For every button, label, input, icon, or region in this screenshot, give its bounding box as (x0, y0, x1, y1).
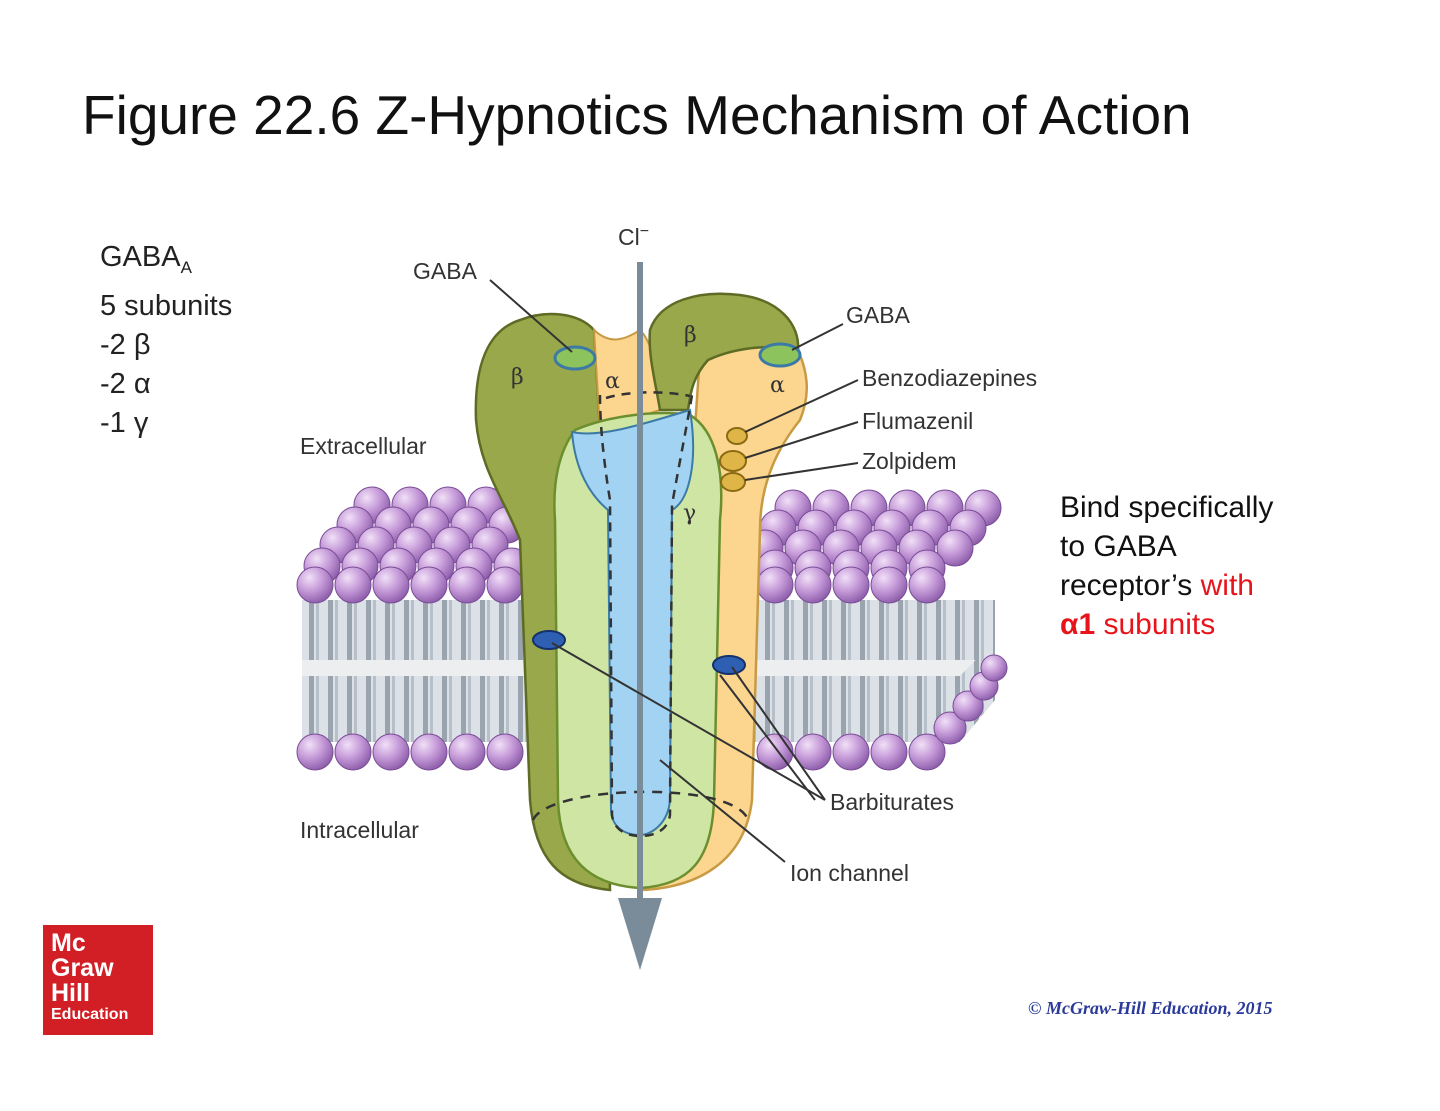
lipid-head (756, 566, 794, 604)
info-alpha: -2 α (100, 367, 151, 400)
lipid-head (448, 733, 486, 771)
info-gabaa-sub: A (180, 257, 192, 277)
info-beta: -2 β (100, 328, 151, 361)
info-gamma: -1 γ (100, 406, 149, 439)
lipid-head (410, 566, 448, 604)
beta-label-left: β (511, 365, 524, 390)
lipid-head (296, 566, 334, 604)
binding-note-line3: receptor’s with (1060, 566, 1273, 605)
lipid-heads-bottom (296, 654, 1008, 771)
zolpidem-label: Zolpidem (862, 448, 957, 474)
binding-note: Bind specifically to GABA receptor’s wit… (1060, 488, 1273, 644)
chloride-flow-arrow (618, 262, 662, 970)
gaba-label-left: GABA (413, 258, 478, 284)
lipid-head (486, 566, 524, 604)
binding-note-highlight: with (1200, 569, 1254, 602)
zolpidem-site (720, 472, 746, 492)
gaba-label-right: GABA (846, 302, 911, 328)
lipid-head (410, 733, 448, 771)
flumazenil-site (719, 450, 747, 472)
benzodiazepines-label: Benzodiazepines (862, 365, 1037, 391)
barbiturate-site-right (712, 655, 746, 675)
lipid-head (832, 733, 870, 771)
lipid-heads-top-left (296, 486, 531, 604)
lipid-head (908, 733, 946, 771)
leader-lines (489, 279, 859, 863)
alpha-label-left: α (605, 369, 620, 394)
barbiturate-site-left (532, 630, 566, 650)
binding-note-line1: Bind specifically (1060, 491, 1274, 524)
lipid-head (448, 566, 486, 604)
chloride-label: Cl− (618, 223, 649, 250)
mcgraw-hill-logo: Mc Graw Hill Education (43, 925, 153, 1035)
ion-channel-pore (570, 408, 695, 837)
beta-label-right: β (684, 323, 697, 348)
binding-note-subunits: subunits (1095, 608, 1216, 641)
lipid-head (794, 733, 832, 771)
benzodiazepine-site (726, 427, 748, 445)
binding-note-line3-text: receptor’s (1060, 569, 1201, 602)
lipid-heads-top-right (746, 489, 1002, 604)
info-gabaa-main: GABA (100, 241, 181, 273)
lipid-head (486, 733, 524, 771)
barbiturates-label: Barbiturates (830, 789, 954, 815)
receptor-info-list: GABAA 5 subunits -2 β -2 α -1 γ (100, 238, 232, 443)
alpha-label-right: α (770, 373, 785, 398)
lipid-head (296, 733, 334, 771)
logo-line4: Education (51, 1006, 129, 1023)
extracellular-label: Extracellular (300, 433, 427, 459)
lipid-bilayer (302, 600, 995, 742)
lipid-head (334, 733, 372, 771)
logo-line2: Graw (51, 954, 114, 982)
logo-line3: Hill (51, 979, 90, 1007)
lipid-head (908, 566, 946, 604)
binding-note-line2: to GABA (1060, 530, 1177, 563)
lipid-head (936, 529, 974, 567)
info-subunits: 5 subunits (100, 289, 233, 322)
lipid-head (832, 566, 870, 604)
gamma-label: γ (683, 501, 696, 526)
gaba-site-right (758, 342, 802, 368)
binding-note-alpha1: α1 (1060, 608, 1096, 641)
lipid-head (334, 566, 372, 604)
copyright-notice: © McGraw-Hill Education, 2015 (1028, 998, 1273, 1018)
lipid-head (794, 566, 832, 604)
lipid-head (372, 566, 410, 604)
info-gabaa: GABAA (100, 238, 232, 287)
lipid-head (870, 566, 908, 604)
intracellular-label: Intracellular (300, 817, 419, 843)
logo-line1: Mc (51, 929, 86, 957)
lipid-head (952, 690, 984, 722)
page-title: Figure 22.6 Z-Hypnotics Mechanism of Act… (82, 84, 1192, 146)
lipid-head (933, 711, 967, 745)
lipid-head (870, 733, 908, 771)
binding-note-line4: α1 subunits (1060, 605, 1273, 644)
binding-sites (532, 342, 802, 675)
lipid-head (980, 654, 1008, 682)
flumazenil-label: Flumazenil (862, 408, 973, 434)
receptor-complex (474, 292, 808, 892)
lipid-head (372, 733, 410, 771)
ion-channel-label: Ion channel (790, 860, 909, 886)
gaba-site-left (553, 345, 597, 371)
ion-channel-outline (598, 394, 694, 838)
